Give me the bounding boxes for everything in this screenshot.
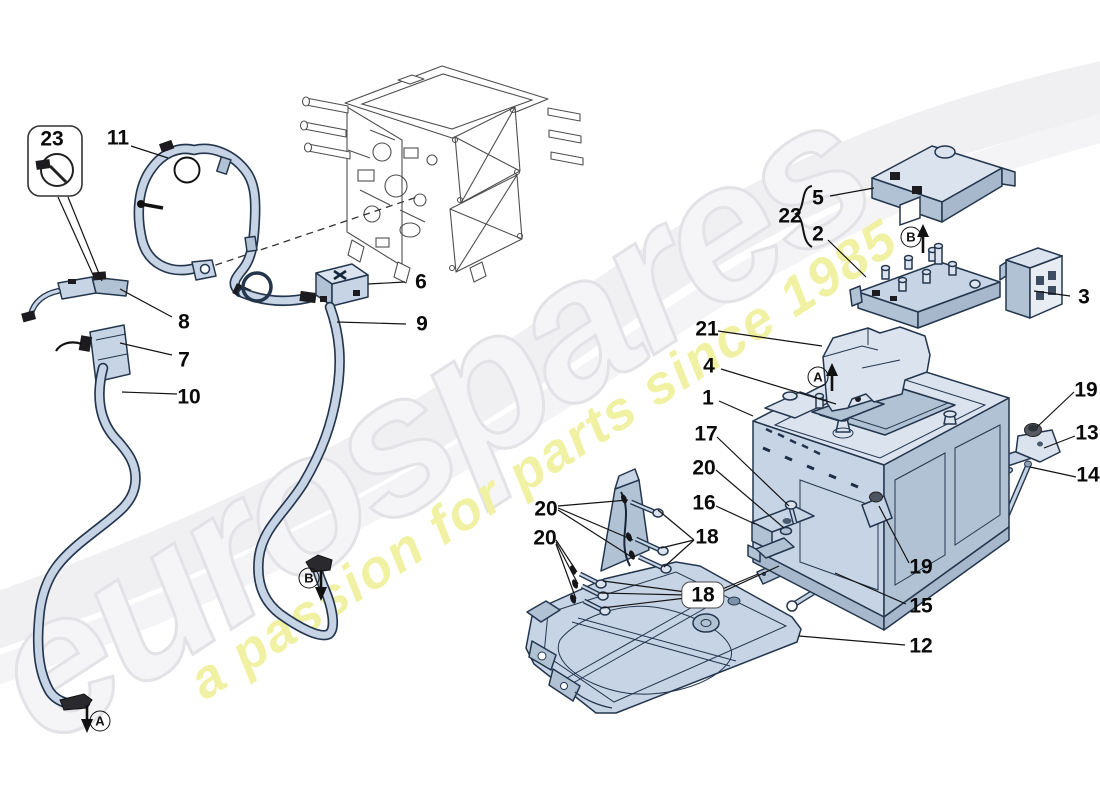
part-label-3-10[interactable]: 3	[1078, 285, 1090, 309]
part-label-20-18[interactable]: 20	[692, 456, 716, 480]
direction-arrow-a-top	[826, 363, 838, 391]
part-label-17-17[interactable]: 17	[694, 422, 718, 446]
part-label-4-12[interactable]: 4	[703, 354, 715, 378]
connector-8-drawing[interactable]	[21, 271, 129, 323]
cable-10-drawing[interactable]	[32, 362, 141, 711]
knob-19-drawing	[869, 491, 883, 503]
part-label-13-15[interactable]: 13	[1075, 421, 1099, 445]
part-label-21-11[interactable]: 21	[695, 317, 719, 341]
part-label-18-23[interactable]: 18	[681, 581, 725, 609]
reference-marker-a-3: A	[89, 710, 111, 732]
part-label-11-1[interactable]: 11	[106, 126, 130, 150]
fuse-box-cover-drawing[interactable]	[871, 145, 1016, 227]
reference-marker-b-2: B	[298, 567, 320, 589]
part-label-19-24[interactable]: 19	[909, 555, 933, 579]
control-module-drawing[interactable]	[299, 65, 584, 284]
battery-bracket-16-drawing[interactable]	[751, 500, 815, 559]
part-label-19-14[interactable]: 19	[1074, 378, 1098, 402]
part-label-16-19[interactable]: 16	[692, 491, 716, 515]
relay-block-drawing[interactable]	[999, 247, 1063, 320]
part-label-18-20[interactable]: 18	[695, 525, 719, 549]
part-label-7-5[interactable]: 7	[178, 348, 190, 372]
washer-20-drawing	[779, 526, 793, 536]
part-label-9-3[interactable]: 9	[416, 312, 428, 336]
battery-side-bracket-drawing	[861, 491, 893, 528]
part-label-15-25[interactable]: 15	[909, 594, 933, 618]
group-22-brace	[794, 185, 813, 248]
reference-marker-b-1: B	[900, 226, 922, 248]
part-label-5-8[interactable]: 5	[812, 186, 824, 210]
part-label-12-26[interactable]: 12	[909, 634, 933, 658]
tray-screws-drawing[interactable]	[569, 494, 672, 616]
callout-23-box	[27, 125, 103, 282]
part-label-10-6[interactable]: 10	[177, 385, 201, 409]
direction-arrow-b-bottom	[315, 570, 327, 601]
connector-6-drawing[interactable]	[315, 263, 369, 307]
fuse-box-drawing[interactable]	[849, 242, 1001, 329]
part-label-22-7[interactable]: 22	[778, 204, 802, 228]
module-reference-dashed-line	[203, 195, 421, 270]
part-label-20-21[interactable]: 20	[534, 497, 558, 521]
part-label-14-16[interactable]: 14	[1076, 463, 1100, 487]
cable-harness-11-drawing[interactable]	[133, 139, 317, 307]
part-label-6-2[interactable]: 6	[415, 270, 427, 294]
part-label-8-4[interactable]: 8	[178, 310, 190, 334]
part-label-20-22[interactable]: 20	[533, 526, 557, 550]
terminal-cover-drawing[interactable]	[822, 326, 931, 412]
part-label-23-0[interactable]: 23	[40, 127, 64, 151]
reference-marker-a-0: A	[807, 366, 829, 388]
part-label-1-13[interactable]: 1	[702, 386, 714, 410]
leader-lines	[119, 145, 1077, 646]
clip-23-icon	[40, 153, 74, 187]
part-label-2-9[interactable]: 2	[812, 222, 824, 246]
